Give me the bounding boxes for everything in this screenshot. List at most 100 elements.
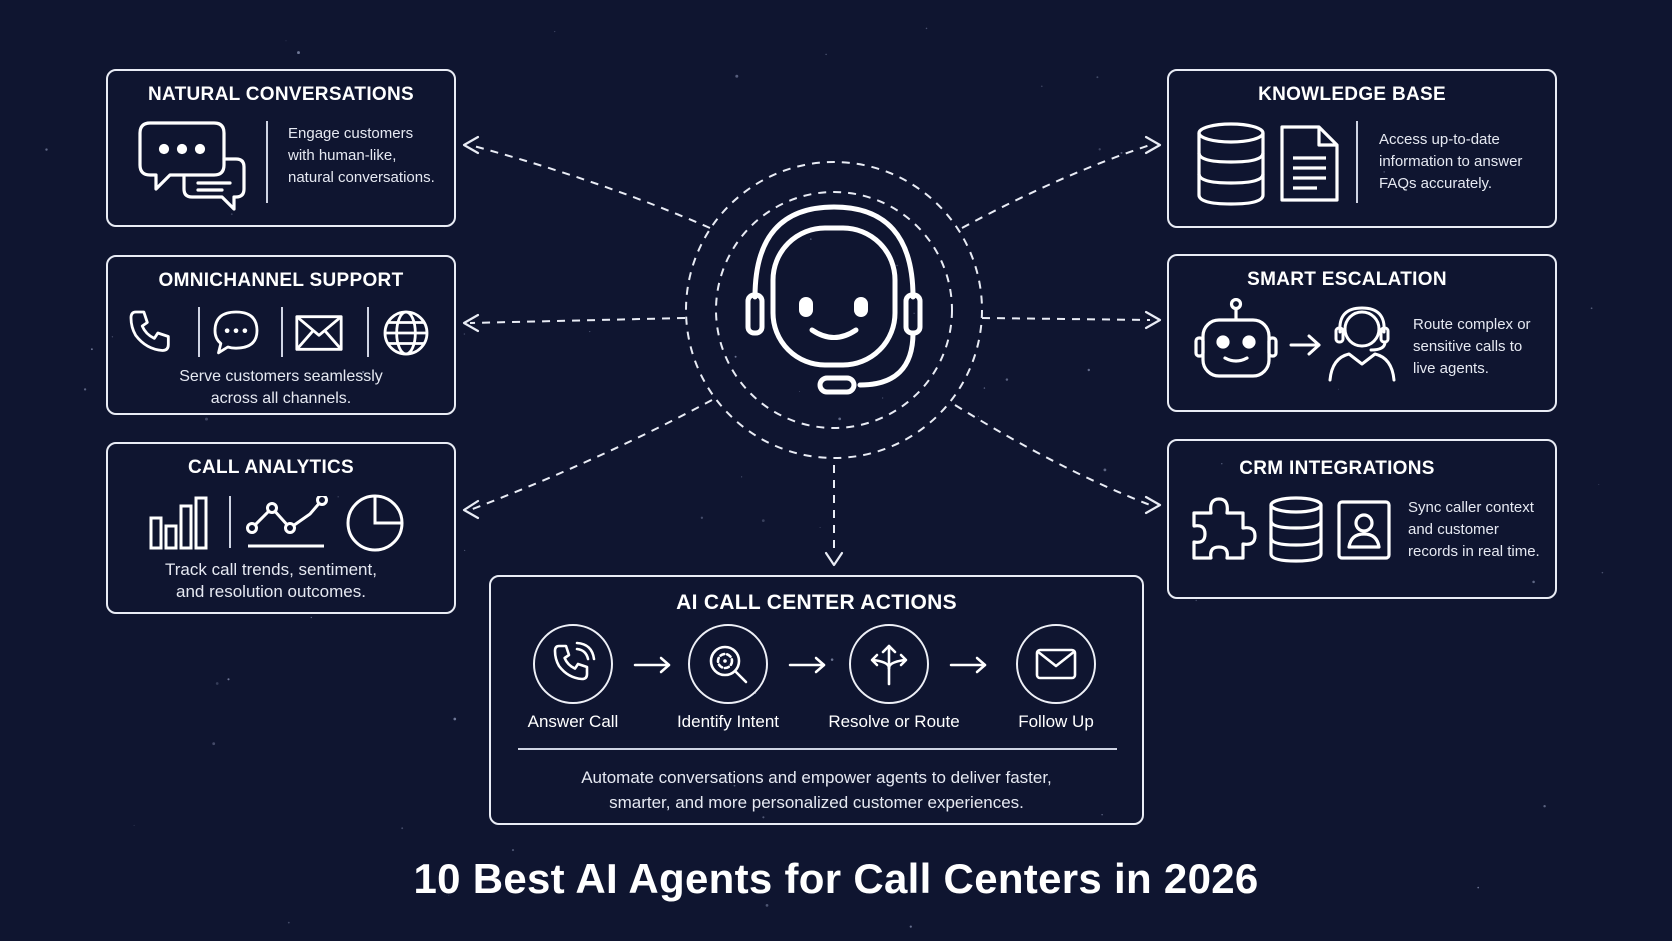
card-title: OMNICHANNEL SUPPORT (158, 270, 404, 291)
star-dot (215, 682, 219, 685)
document-icon (1280, 125, 1339, 202)
star-dot (838, 417, 842, 421)
card-title: CRM INTEGRATIONS (1239, 458, 1435, 479)
star-dot (83, 388, 87, 391)
star-dot (212, 742, 216, 746)
star-dot (1598, 483, 1600, 485)
text-line: natural conversations. (288, 169, 435, 186)
text-line: live agents. (1413, 360, 1489, 377)
card-title: SMART ESCALATION (1247, 269, 1447, 290)
card-title: CALL ANALYTICS (187, 457, 355, 478)
text-line: Automate conversations and empower agent… (581, 768, 1052, 787)
star-dot (205, 417, 208, 421)
star-dot (1590, 307, 1593, 310)
star-dot (90, 348, 93, 351)
text-line: sensitive calls to (1413, 338, 1523, 355)
star-dot (1195, 599, 1197, 602)
phone-icon (129, 310, 170, 352)
arrow-right-icon (633, 656, 671, 674)
text-line: Sync caller context (1408, 499, 1534, 516)
chat-bubbles-icon (138, 121, 246, 211)
star-dot (401, 827, 404, 830)
card-title: NATURAL CONVERSATIONS (148, 84, 414, 105)
star-dot (700, 516, 704, 519)
globe-icon (383, 310, 429, 356)
star-dot (1489, 534, 1491, 536)
divider (266, 121, 268, 203)
card-description: Serve customers seamlessly across all ch… (108, 366, 454, 410)
star-dot (1087, 368, 1091, 372)
star-dot (896, 777, 899, 780)
card-description: Track call trends, sentiment, and resolu… (88, 559, 454, 603)
text-line: information to answer (1379, 153, 1523, 170)
star-dot (1098, 148, 1101, 151)
text-line: records in real time. (1408, 543, 1540, 560)
arrow-right-icon (949, 656, 987, 674)
star-dot (1120, 151, 1123, 154)
star-dot (913, 312, 915, 314)
star-dot (45, 148, 48, 151)
star-dot (741, 476, 743, 478)
card-omnichannel-support: OMNICHANNEL SUPPORT Serve customers seam… (106, 255, 456, 415)
text-line: FAQs accurately. (1379, 175, 1493, 192)
star-dot (762, 816, 765, 819)
star-dot (230, 213, 233, 216)
star-dot (983, 387, 986, 389)
star-dot (1096, 76, 1099, 79)
card-ai-call-center-actions: AI CALL CENTER ACTIONS Answer Call Ident… (489, 575, 1144, 825)
star-dot (1337, 388, 1339, 390)
step-label: Resolve or Route (828, 712, 960, 731)
star-dot (734, 355, 737, 358)
text-line: Engage customers (288, 125, 414, 142)
step-resolve-or-route (849, 624, 929, 704)
star-dot (511, 849, 515, 852)
star-field (45, 27, 1604, 928)
star-dot (337, 496, 339, 498)
card-crm-integrations: CRM INTEGRATIONS Sync caller context and… (1167, 439, 1557, 599)
star-dot (453, 717, 457, 721)
star-dot (825, 53, 827, 56)
star-dot (297, 51, 300, 55)
card-description: Route complex or sensitive calls to live… (1413, 314, 1558, 380)
star-dot (287, 921, 290, 924)
divider (281, 307, 283, 357)
star-dot (1103, 468, 1107, 472)
agent-headset-icon (1328, 306, 1396, 382)
pie-chart-icon (346, 494, 404, 552)
connector-knowledge (961, 144, 1151, 229)
divider (1356, 121, 1358, 203)
star-dot (463, 333, 466, 335)
star-dot (819, 526, 821, 529)
star-dot (111, 336, 114, 338)
robot-headset-icon (745, 204, 923, 395)
text-line: Route complex or (1413, 316, 1531, 333)
text-line: Track call trends, sentiment, (165, 560, 377, 579)
hub-ring-outer (685, 161, 983, 459)
actions-divider (518, 748, 1117, 750)
divider (367, 307, 369, 357)
text-line: Serve customers seamlessly (179, 368, 383, 385)
phone-icon (553, 641, 596, 681)
step-answer-call (533, 624, 613, 704)
chat-icon (213, 310, 259, 355)
card-natural-conversations: NATURAL CONVERSATIONS Engage customers w… (106, 69, 456, 227)
star-dot (1532, 580, 1535, 584)
step-label: Answer Call (527, 712, 619, 731)
step-identify-intent (688, 624, 768, 704)
envelope-icon (295, 315, 343, 351)
star-dot (314, 288, 316, 290)
envelope-icon (1035, 648, 1077, 680)
card-description: Sync caller context and customer records… (1408, 497, 1558, 563)
text-line: Access up-to-date (1379, 131, 1500, 148)
star-dot (1101, 814, 1103, 816)
step-label: Identify Intent (676, 712, 780, 731)
contact-card-icon (1337, 500, 1391, 560)
star-dot (977, 415, 979, 417)
divider (229, 496, 231, 548)
page-title: 10 Best AI Agents for Call Centers in 20… (413, 855, 1259, 902)
connector-natural (469, 144, 711, 229)
star-dot (765, 904, 769, 907)
card-title: AI CALL CENTER ACTIONS (676, 591, 957, 614)
